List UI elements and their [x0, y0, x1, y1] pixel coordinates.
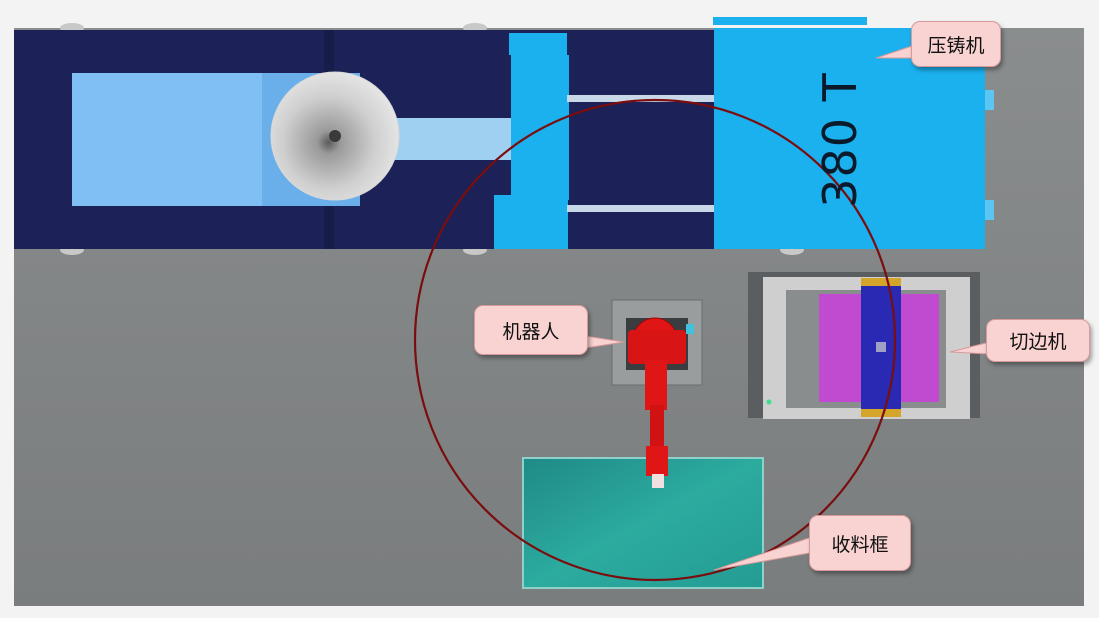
status-light: [766, 399, 772, 405]
callout-robot: 机器人: [474, 305, 588, 355]
callout-collection-bin-text: 收料框: [831, 533, 889, 556]
callout-robot-text: 机器人: [502, 320, 560, 343]
trim-platen-cap: [861, 409, 901, 417]
moving-platen: [511, 55, 569, 200]
callout-die-casting-machine: 压铸机: [911, 21, 1001, 67]
hopper-outlet: [329, 130, 341, 142]
trim-sensor: [876, 342, 886, 352]
machine-port: [985, 200, 994, 220]
callout-trimming-machine-text: 切边机: [1009, 331, 1067, 353]
robot-reach-circle: [413, 98, 897, 582]
moving-platen-foot: [494, 195, 568, 249]
callout-collection-bin: 收料框: [809, 515, 911, 571]
callout-die-casting-machine-text: 压铸机: [927, 34, 985, 57]
machine-port: [985, 90, 994, 110]
callout-trimming-machine: 切边机: [986, 319, 1090, 362]
machine-tonnage-text: 380 T: [813, 72, 867, 208]
robot-icon: [628, 317, 694, 488]
moving-platen-top: [509, 33, 567, 55]
machine-tonnage-label: 380 T: [810, 70, 870, 210]
collection-bin: [522, 457, 764, 589]
injection-shaft: [392, 118, 512, 160]
tie-bar: [567, 95, 717, 102]
trim-platen-cap: [861, 278, 901, 286]
machine-top-rail: [713, 17, 867, 25]
tie-bar: [567, 205, 717, 212]
